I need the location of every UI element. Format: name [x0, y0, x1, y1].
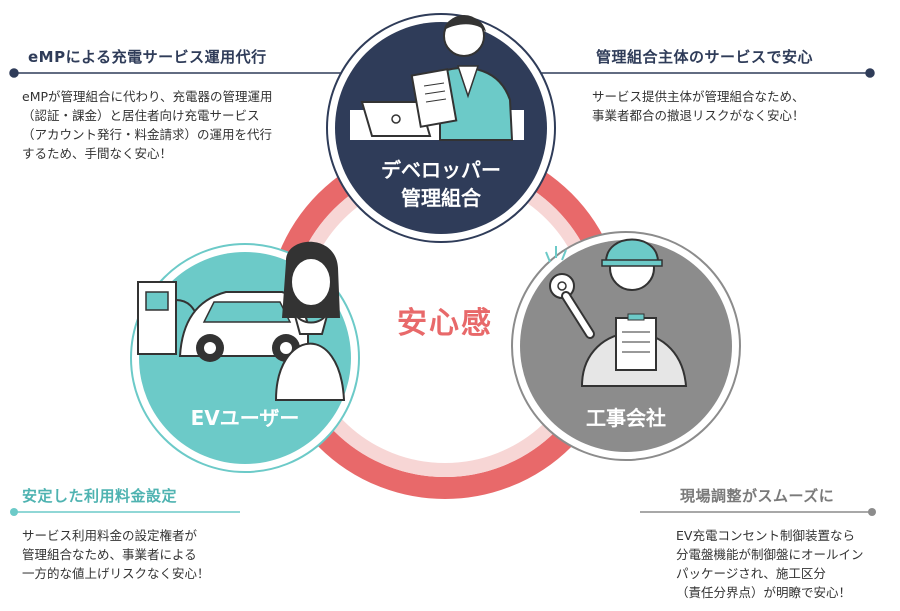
callout-top-right-title: 管理組合主体のサービスで安心: [596, 48, 814, 66]
callout-top-left-line: （認証・課金）と居住者向け充電サービス: [22, 108, 260, 123]
callout-bottom-right-line: EV充電コンセント制御装置なら: [676, 528, 855, 543]
ev-user-circle: [130, 241, 360, 473]
bottom-right-dot: [868, 508, 876, 516]
callout-bottom-left-line: 管理組合なため、事業者による: [22, 547, 197, 562]
top-right-dot: [865, 68, 875, 78]
callout-bottom-right-line: （責任分界点）が明瞭で安心！: [676, 585, 852, 600]
callout-top-right-line: サービス提供主体が管理組合なため、: [592, 89, 805, 104]
callout-top-right-body: サービス提供主体が管理組合なため、 事業者都合の撤退リスクがなく安心！: [592, 87, 805, 125]
callout-bottom-right-title: 現場調整がスムーズに: [680, 487, 835, 505]
contractor-label: 工事会社: [586, 406, 666, 430]
center-label: 安心感: [397, 306, 493, 341]
callout-bottom-left-title: 安定した利用料金設定: [22, 487, 178, 505]
callout-top-left-body: eMPが管理組合に代わり、充電器の管理運用 （認証・課金）と居住者向け充電サービ…: [22, 87, 273, 163]
callout-bottom-right-body: EV充電コンセント制御装置なら 分電盤機能が制御盤にオールイン パッケージされ、…: [676, 526, 864, 602]
callout-top-left-line: eMPが管理組合に代わり、充電器の管理運用: [22, 89, 273, 104]
businessman-laptop-icon: [350, 15, 524, 141]
ev-user-label: EVユーザー: [190, 406, 300, 430]
bottom-left-dot: [10, 508, 18, 516]
callout-bottom-left-line: サービス利用料金の設定権者が: [22, 528, 198, 543]
woman-user-icon: [274, 241, 346, 401]
ev-car-charger-icon: [137, 281, 309, 362]
developer-circle: [326, 13, 556, 243]
callout-bottom-right-line: パッケージされ、施工区分: [676, 566, 826, 581]
developer-label-line1: デベロッパー: [381, 158, 501, 182]
callout-top-right-line: 事業者都合の撤退リスクがなく安心！: [592, 108, 805, 123]
callout-bottom-right-line: 分電盤機能が制御盤にオールイン: [676, 547, 864, 562]
callout-top-left-title: eMPによる充電サービス運用代行: [28, 48, 267, 66]
contractor-circle: [511, 231, 741, 461]
callout-top-left-line: するため、手間なく安心！: [22, 146, 173, 161]
callout-top-left-line: （アカウント発行・料金請求）の運用を代行: [22, 127, 273, 142]
callout-bottom-left-line: 一方的な値上げリスクなく安心！: [22, 566, 210, 581]
callout-bottom-left-body: サービス利用料金の設定権者が 管理組合なため、事業者による 一方的な値上げリスク…: [22, 526, 210, 583]
construction-worker-icon: [545, 238, 688, 387]
top-left-dot: [9, 68, 19, 78]
callout-lines: [9, 68, 875, 78]
developer-label-line2: 管理組合: [401, 186, 481, 210]
developer-label: デベロッパー 管理組合: [341, 156, 541, 212]
